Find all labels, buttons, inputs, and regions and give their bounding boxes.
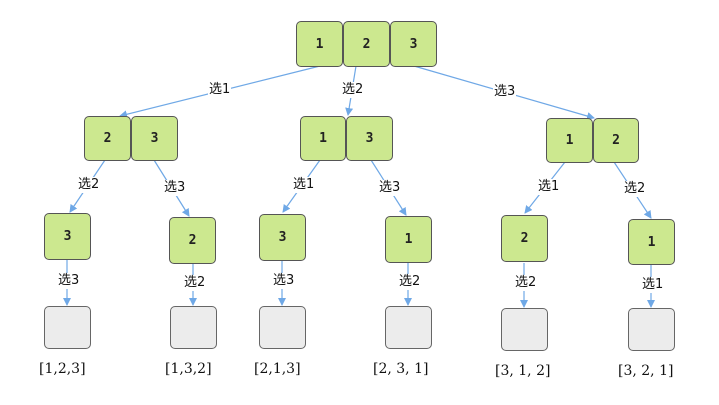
leaf-node-3	[259, 306, 306, 349]
root-cell-3: 3	[390, 21, 437, 67]
leaf-node-2	[170, 306, 217, 349]
root-cell-1: 1	[296, 21, 343, 67]
leaf-node-6	[628, 308, 675, 351]
edge-label-l3-3: 选3	[272, 273, 296, 289]
edge-label-l3-5: 选2	[514, 275, 538, 291]
level2-node-3: 3	[259, 214, 306, 261]
result-permutation-4: [2, 3, 1]	[373, 361, 429, 377]
level2-node-6: 1	[628, 219, 675, 265]
edge-label-l2-6: 选2	[623, 181, 647, 197]
level1-node-b-cell-1: 1	[300, 116, 346, 161]
edge-label-l2-2: 选3	[163, 180, 187, 196]
leaf-node-4	[385, 306, 432, 349]
edge-label-l3-1: 选3	[57, 273, 81, 289]
result-permutation-6: [3, 2, 1]	[618, 363, 674, 379]
level1-node-c-cell-2: 2	[593, 118, 639, 163]
edge-label-l2-1: 选2	[77, 177, 101, 193]
edge-label-l2-3: 选1	[292, 177, 316, 193]
edge-label-l2-4: 选3	[378, 180, 402, 196]
result-permutation-3: [2,1,3]	[254, 361, 301, 377]
level2-node-4: 1	[385, 216, 432, 263]
result-permutation-5: [3, 1, 2]	[495, 363, 551, 379]
level1-node-b-cell-2: 3	[346, 116, 393, 161]
level2-node-2: 2	[169, 217, 216, 264]
level2-node-1: 3	[44, 213, 91, 260]
level1-node-a-cell-2: 3	[131, 116, 178, 161]
root-cell-2: 2	[343, 21, 390, 67]
edge-label-l3-4: 选2	[398, 274, 422, 290]
leaf-node-5	[501, 308, 548, 351]
edge-label-root-to-a: 选1	[208, 82, 232, 98]
edge-label-l2-5: 选1	[537, 179, 561, 195]
edge-label-l3-2: 选2	[183, 275, 207, 291]
result-permutation-2: [1,3,2]	[165, 361, 212, 377]
edge-label-root-to-b: 选2	[341, 82, 365, 98]
level2-node-5: 2	[501, 215, 548, 262]
level1-node-a-cell-1: 2	[84, 116, 131, 161]
edge-label-root-to-c: 选3	[493, 84, 517, 100]
result-permutation-1: [1,2,3]	[39, 361, 86, 377]
edge-label-l3-6: 选1	[641, 277, 665, 293]
level1-node-c-cell-1: 1	[546, 118, 593, 163]
leaf-node-1	[44, 306, 91, 349]
